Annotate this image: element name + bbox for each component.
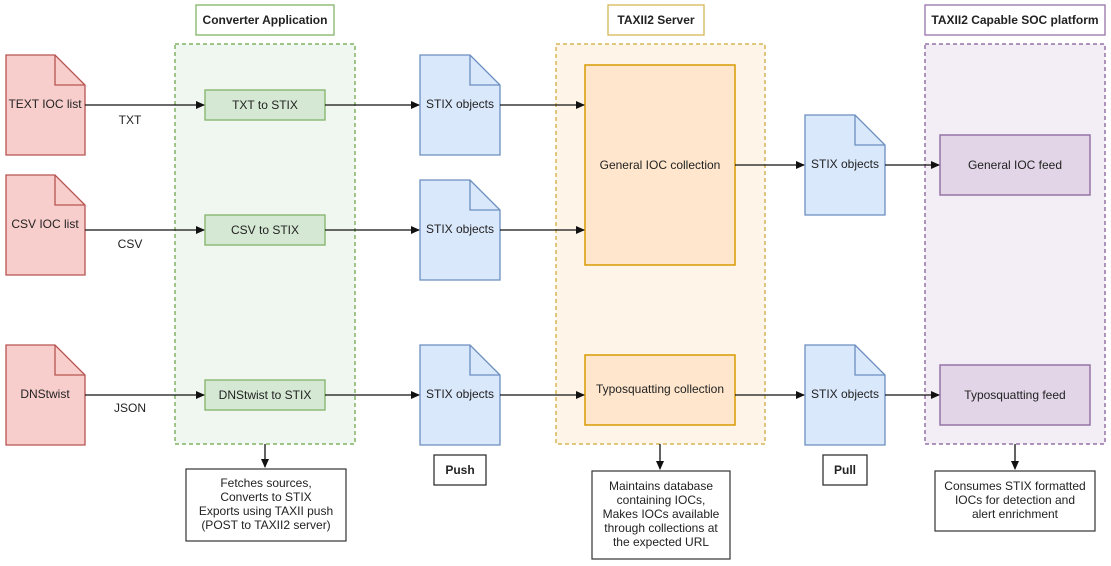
svg-text:TXT to STIX: TXT to STIX: [232, 98, 298, 112]
svg-text:STIX objects: STIX objects: [426, 222, 494, 236]
svg-text:the expected URL: the expected URL: [613, 535, 709, 549]
taxii-header: TAXII2 Server: [607, 4, 705, 36]
taxii-note: Maintains database containing IOCs, Make…: [591, 470, 731, 560]
svg-text:DNStwist to STIX: DNStwist to STIX: [219, 388, 312, 402]
svg-text:TEXT IOC list: TEXT IOC list: [8, 97, 82, 111]
svg-text:STIX objects: STIX objects: [426, 387, 494, 401]
converter-header: Converter Application: [195, 4, 335, 36]
svg-text:alert enrichment: alert enrichment: [972, 507, 1059, 521]
svg-text:STIX objects: STIX objects: [426, 97, 494, 111]
svg-text:Makes IOCs available: Makes IOCs available: [603, 507, 720, 521]
general-ioc-feed: General IOC feed: [939, 134, 1091, 196]
svg-text:TAXII2 Capable SOC platform: TAXII2 Capable SOC platform: [931, 13, 1098, 27]
svg-text:General IOC feed: General IOC feed: [968, 158, 1062, 172]
svg-text:containing IOCs,: containing IOCs,: [617, 493, 706, 507]
push-tag: Push: [433, 454, 487, 486]
svg-text:through collections at: through collections at: [604, 521, 718, 535]
svg-text:General IOC collection: General IOC collection: [600, 158, 721, 172]
edge-label-csv: CSV: [118, 237, 143, 251]
soc-note: Consumes STIX formatted IOCs for detecti…: [934, 470, 1096, 532]
svg-text:Typosquatting feed: Typosquatting feed: [964, 388, 1065, 402]
source-csv-ioc-list: CSV IOC list: [5, 174, 86, 276]
svg-text:CSV IOC list: CSV IOC list: [11, 217, 79, 231]
converter-dnstwist-to-stix: DNStwist to STIX: [204, 379, 326, 411]
source-text-ioc-list: TEXT IOC list: [5, 54, 86, 156]
svg-text:STIX objects: STIX objects: [811, 157, 879, 171]
svg-text:Maintains database: Maintains database: [609, 479, 713, 493]
svg-text:DNStwist: DNStwist: [20, 387, 70, 401]
edge-label-txt: TXT: [119, 113, 142, 127]
stix-objects-push-1: STIX objects: [419, 54, 501, 156]
svg-text:STIX objects: STIX objects: [811, 387, 879, 401]
stix-objects-push-3: STIX objects: [419, 344, 501, 446]
typosquatting-feed: Typosquatting feed: [939, 364, 1091, 426]
svg-text:Exports using TAXII push: Exports using TAXII push: [199, 504, 333, 518]
svg-text:CSV to STIX: CSV to STIX: [231, 223, 299, 237]
svg-text:Push: Push: [445, 463, 474, 477]
pull-tag: Pull: [822, 454, 868, 486]
stix-objects-pull-2: STIX objects: [804, 344, 886, 446]
source-dnstwist: DNStwist: [5, 344, 86, 446]
svg-text:Pull: Pull: [834, 463, 856, 477]
converter-txt-to-stix: TXT to STIX: [204, 89, 326, 121]
edge-label-json: JSON: [114, 401, 146, 415]
svg-text:Converter Application: Converter Application: [203, 13, 328, 27]
stix-objects-pull-1: STIX objects: [804, 114, 886, 216]
svg-text:Fetches sources,: Fetches sources,: [220, 476, 311, 490]
svg-text:Consumes STIX formatted: Consumes STIX formatted: [944, 479, 1085, 493]
svg-text:Converts to STIX: Converts to STIX: [220, 490, 311, 504]
general-ioc-collection: General IOC collection: [584, 64, 736, 266]
svg-text:Typosquatting collection: Typosquatting collection: [596, 382, 724, 396]
converter-note: Fetches sources, Converts to STIX Export…: [185, 468, 347, 542]
svg-text:IOCs for detection and: IOCs for detection and: [955, 493, 1075, 507]
soc-header: TAXII2 Capable SOC platform: [924, 4, 1106, 36]
typosquatting-collection: Typosquatting collection: [584, 354, 736, 426]
svg-text:TAXII2 Server: TAXII2 Server: [617, 13, 694, 27]
svg-text:(POST to TAXII2 server): (POST to TAXII2 server): [201, 518, 330, 532]
converter-csv-to-stix: CSV to STIX: [204, 214, 326, 246]
stix-objects-push-2: STIX objects: [419, 179, 501, 281]
